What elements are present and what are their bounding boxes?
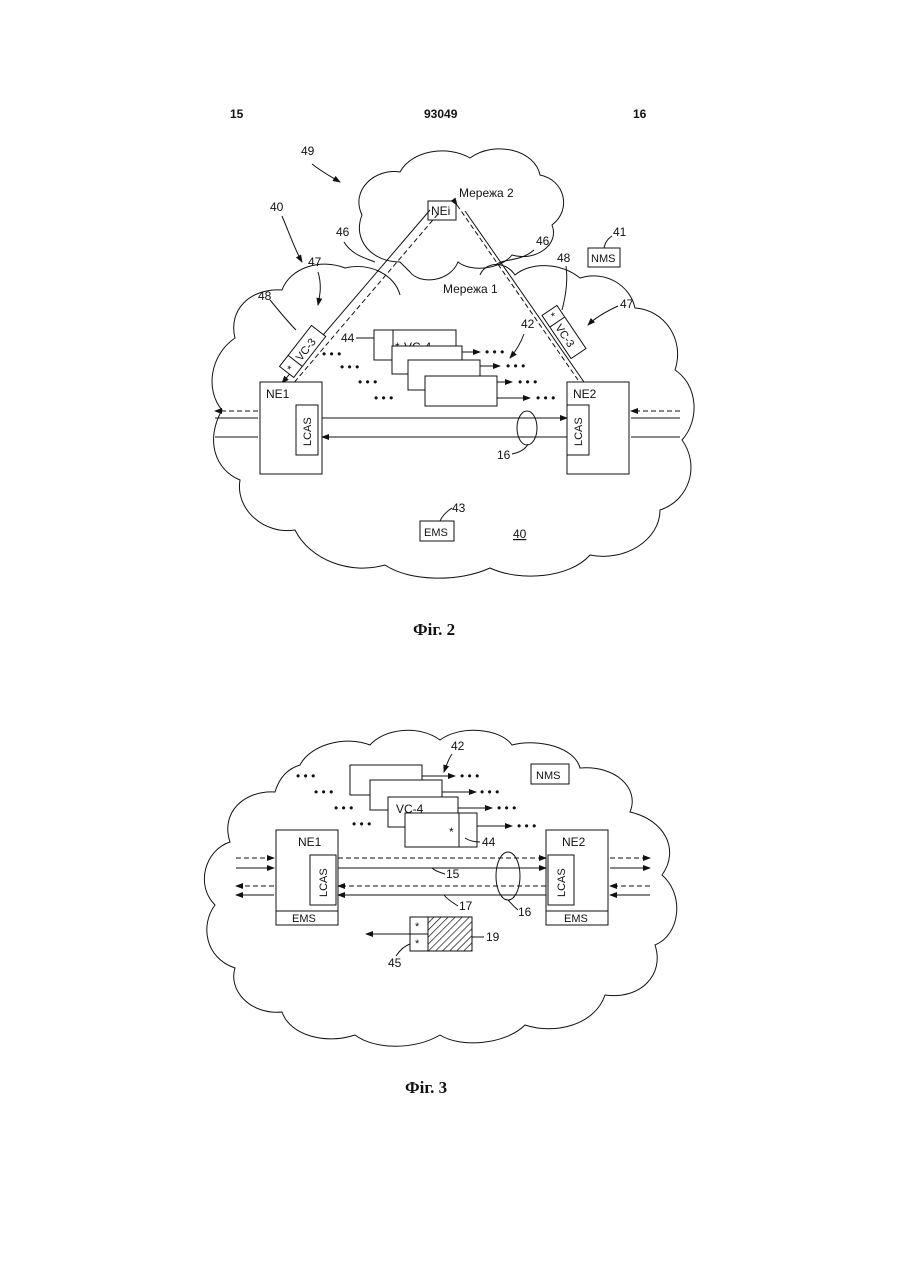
svg-text:EMS: EMS bbox=[564, 913, 588, 925]
svg-text:• • •: • • • bbox=[314, 785, 333, 799]
svg-text:• • •: • • • bbox=[485, 345, 504, 359]
svg-text:48: 48 bbox=[557, 251, 571, 265]
svg-text:NE1: NE1 bbox=[298, 835, 322, 849]
network2-cloud bbox=[359, 149, 564, 280]
svg-text:• • •: • • • bbox=[296, 769, 315, 783]
svg-text:• • •: • • • bbox=[536, 391, 555, 405]
svg-text:47: 47 bbox=[620, 297, 634, 311]
svg-text:• • •: • • • bbox=[506, 359, 525, 373]
svg-text:40: 40 bbox=[513, 527, 527, 541]
svg-text:49: 49 bbox=[301, 144, 315, 158]
svg-text:• • •: • • • bbox=[322, 347, 341, 361]
svg-text:NE2: NE2 bbox=[562, 835, 586, 849]
svg-text:*: * bbox=[415, 938, 420, 950]
svg-text:• • •: • • • bbox=[340, 360, 359, 374]
ne1-lcas-label: LCAS bbox=[302, 417, 314, 446]
ne1-label: NE1 bbox=[266, 387, 290, 401]
svg-text:46: 46 bbox=[536, 234, 550, 248]
svg-text:47: 47 bbox=[308, 255, 322, 269]
svg-text:LCAS: LCAS bbox=[318, 868, 330, 897]
svg-text:*: * bbox=[449, 825, 454, 839]
svg-text:16: 16 bbox=[497, 448, 511, 462]
svg-text:19: 19 bbox=[486, 930, 500, 944]
svg-text:45: 45 bbox=[388, 956, 402, 970]
fig3-diagram: • • • • • • • • • • • • • • • VC-4 • • •… bbox=[204, 730, 676, 1046]
svg-text:42: 42 bbox=[451, 739, 465, 753]
vc3-left-box: * VC-3 bbox=[280, 325, 326, 377]
svg-text:42: 42 bbox=[521, 317, 535, 331]
svg-text:48: 48 bbox=[258, 289, 272, 303]
svg-text:• • •: • • • bbox=[517, 819, 536, 833]
svg-text:16: 16 bbox=[518, 905, 532, 919]
fig3-frame-19: * * bbox=[366, 917, 472, 951]
svg-text:• • •: • • • bbox=[480, 785, 499, 799]
fig2-nms-label: NMS bbox=[591, 253, 615, 265]
svg-text:44: 44 bbox=[341, 331, 355, 345]
svg-text:• • •: • • • bbox=[460, 769, 479, 783]
svg-text:17: 17 bbox=[459, 899, 473, 913]
svg-text:44: 44 bbox=[482, 835, 496, 849]
svg-text:46: 46 bbox=[336, 225, 350, 239]
svg-text:• • •: • • • bbox=[334, 801, 353, 815]
network2-label: Мережа 2 bbox=[459, 186, 514, 200]
fig3-caption: Фіг. 3 bbox=[405, 1078, 447, 1098]
svg-text:• • •: • • • bbox=[352, 817, 371, 831]
svg-text:40: 40 bbox=[270, 200, 284, 214]
svg-text:• • •: • • • bbox=[358, 375, 377, 389]
svg-text:15: 15 bbox=[446, 867, 460, 881]
svg-text:• • •: • • • bbox=[374, 391, 393, 405]
network1-label: Мережа 1 bbox=[443, 282, 498, 296]
svg-text:• • •: • • • bbox=[497, 801, 516, 815]
svg-text:*: * bbox=[415, 921, 420, 933]
fig3-nms-label: NMS bbox=[536, 770, 560, 782]
ne2-lcas-label: LCAS bbox=[573, 417, 585, 446]
svg-text:43: 43 bbox=[452, 501, 466, 515]
nei-label: NEi bbox=[431, 204, 450, 218]
ne2-label: NE2 bbox=[573, 387, 597, 401]
svg-text:EMS: EMS bbox=[292, 913, 316, 925]
fig2-diagram: NEi Мережа 2 Мережа 1 * VC-3 * VC-3 NE1 … bbox=[212, 144, 694, 578]
vc4-stack: • • • * VC-4 • • • • • • • • • • • • • •… bbox=[322, 330, 555, 406]
fig2-ems-label: EMS bbox=[424, 527, 448, 539]
svg-text:41: 41 bbox=[613, 225, 627, 239]
svg-text:• • •: • • • bbox=[518, 375, 537, 389]
fig2-caption: Фіг. 2 bbox=[413, 620, 455, 640]
svg-text:LCAS: LCAS bbox=[556, 868, 568, 897]
